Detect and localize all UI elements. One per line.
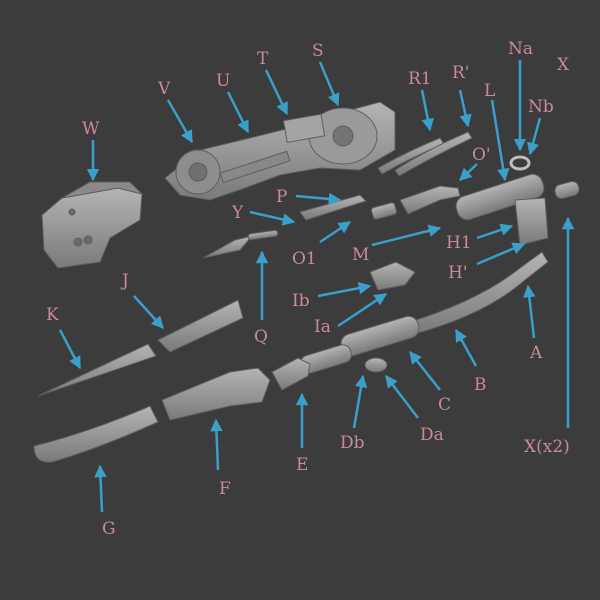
arrow-f (210, 418, 223, 471)
arrow-g (94, 464, 107, 513)
arrow-h1 (476, 223, 514, 240)
label-o1: O1 (292, 249, 317, 269)
label-e: E (296, 455, 308, 475)
label-x-x2: X(x2) (524, 437, 570, 457)
label-h1: H1 (446, 233, 472, 253)
label-a: A (529, 343, 543, 363)
label-k: K (46, 305, 59, 325)
parts-group (33, 101, 580, 463)
label-f: F (219, 479, 231, 499)
part-a-barrel (409, 251, 549, 335)
arrow-m (371, 224, 442, 247)
arrows-group (58, 60, 575, 513)
part-x-cylinder (554, 180, 580, 200)
label-x: X (557, 55, 570, 75)
label-h-prime: H' (448, 263, 468, 283)
label-r1: R1 (408, 69, 432, 89)
label-y: Y (231, 203, 244, 223)
arrow-da (385, 375, 419, 419)
arrow-b (454, 328, 478, 367)
arrow-s (318, 61, 340, 107)
arrow-c (409, 351, 441, 391)
label-g: G (102, 519, 116, 539)
labels-group: W V U T S R1 R' Na X L Nb O' P Y H1 H' O… (46, 39, 570, 539)
part-w (41, 181, 144, 269)
label-ib: Ib (292, 291, 310, 311)
label-da: Da (420, 425, 444, 445)
arrow-ia (337, 292, 388, 328)
part-ib-plate (369, 261, 416, 291)
label-ia: Ia (314, 317, 331, 337)
label-na: Na (508, 39, 533, 59)
label-l: L (484, 81, 495, 101)
label-o-prime: O' (472, 145, 491, 165)
label-j: J (120, 271, 129, 291)
part-p-knob (371, 202, 397, 220)
arrow-o1 (319, 220, 352, 244)
label-v: V (157, 79, 171, 99)
part-o-prime (399, 185, 461, 215)
part-nb-ring (509, 155, 531, 171)
arrow-a (523, 284, 536, 339)
arrow-h-prime (476, 242, 526, 266)
part-g-stock (33, 405, 159, 463)
label-q: Q (254, 327, 268, 347)
arrow-u (226, 91, 250, 134)
label-b: B (474, 375, 487, 395)
part-q-pin (247, 229, 279, 241)
arrow-p (295, 192, 342, 206)
part-da-clip (364, 357, 388, 373)
arrow-k (58, 329, 82, 370)
part-e-funnel (271, 357, 311, 391)
label-c: C (438, 395, 451, 415)
arrow-j (133, 295, 164, 329)
arrow-t (264, 69, 289, 116)
part-vuts-assembly (164, 101, 396, 201)
part-l-barrel (455, 173, 545, 221)
arrow-y (249, 210, 296, 226)
label-t: T (257, 49, 269, 69)
arrow-nb (526, 117, 542, 156)
arrow-o-prime (459, 163, 478, 181)
arrow-v (166, 99, 194, 144)
arrow-ib (317, 281, 372, 298)
label-r-prime: R' (452, 63, 469, 83)
label-s: S (312, 41, 324, 61)
arrow-l (490, 99, 510, 182)
label-u: U (216, 71, 230, 91)
part-f-stock (161, 367, 271, 421)
label-p: P (276, 187, 287, 207)
label-w: W (82, 119, 100, 139)
arrow-db (352, 374, 368, 429)
arrow-r1 (420, 89, 434, 132)
part-j-handguard (157, 299, 244, 353)
label-db: Db (340, 433, 365, 453)
label-m: M (352, 245, 369, 265)
part-r-prime (394, 131, 473, 177)
part-h1-bracket (514, 197, 549, 246)
label-nb: Nb (528, 97, 554, 117)
part-k-spike (37, 343, 157, 397)
arrow-r-prime (458, 89, 472, 128)
